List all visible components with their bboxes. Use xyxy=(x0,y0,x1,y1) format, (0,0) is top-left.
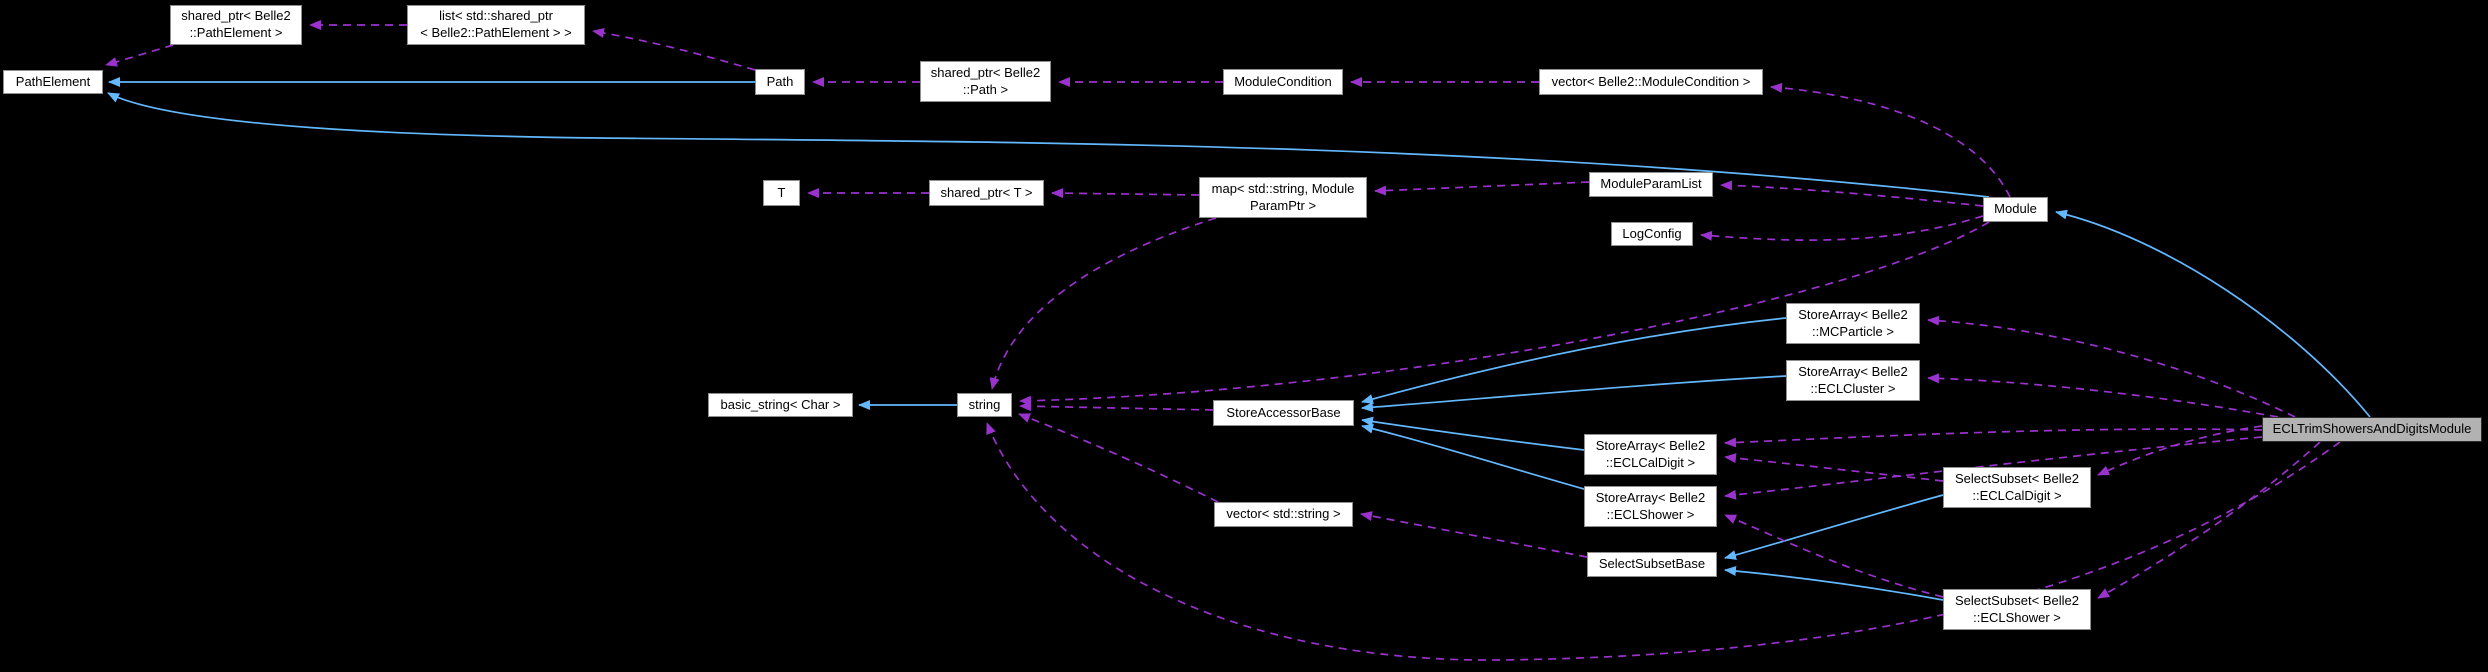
node-sharedptr-path[interactable]: shared_ptr< Belle2 ::Path > xyxy=(920,61,1051,102)
edge-storearray-eclshower-to-storeaccessorbase xyxy=(1361,423,1585,490)
edge-ecltrim-to-string xyxy=(986,422,2341,661)
edge-sharedptr-pathelement-to-pathelement xyxy=(105,44,174,67)
edge-module-to-string xyxy=(1019,221,1990,406)
node-path[interactable]: Path xyxy=(755,69,805,95)
node-vector-modulecondition[interactable]: vector< Belle2::ModuleCondition > xyxy=(1539,69,1763,95)
edge-selectsubset-eclcaldigit-to-storearray-eclcaldigit xyxy=(1724,453,1944,482)
edge-ecltrim-to-storearray-eclshower xyxy=(1724,436,2263,500)
edge-selectsubset-eclshower-to-storearray-eclshower xyxy=(1724,514,1944,598)
edge-module-to-logconfig xyxy=(1700,215,1984,241)
node-string[interactable]: string xyxy=(957,393,1012,417)
node-storearray-eclshower[interactable]: StoreArray< Belle2 ::ECLShower > xyxy=(1584,486,1717,527)
node-vector-string[interactable]: vector< std::string > xyxy=(1214,502,1353,527)
node-selectsubset-eclcaldigit[interactable]: SelectSubset< Belle2 ::ECLCalDigit > xyxy=(1943,467,2091,508)
edge-ecltrim-to-selectsubset-eclshower xyxy=(2097,441,2321,599)
edge-vector-string-to-string xyxy=(1018,413,1219,503)
edge-ecltrim-to-storearray-eclcaldigit xyxy=(1724,428,2263,448)
node-list-sharedptr-pathelement[interactable]: list< std::shared_ptr < Belle2::PathElem… xyxy=(407,5,585,45)
edge-selectsubsetbase-to-vector-string xyxy=(1360,511,1588,558)
edge-ecltrim-to-storearray-mcparticle xyxy=(1927,315,2296,418)
edge-storeaccessorbase-to-string xyxy=(1019,401,1214,412)
edge-module-to-vector-modulecondition xyxy=(1770,82,2011,198)
node-selectsubsetbase[interactable]: SelectSubsetBase xyxy=(1587,552,1717,577)
node-t[interactable]: T xyxy=(763,180,800,206)
edge-storearray-mcparticle-to-storeaccessorbase xyxy=(1361,317,1787,404)
node-basicstring[interactable]: basic_string< Char > xyxy=(708,393,853,417)
edge-map-to-sharedptr-t xyxy=(1051,188,1200,199)
edge-module-to-pathelement xyxy=(107,92,1990,198)
node-sharedptr-t[interactable]: shared_ptr< T > xyxy=(929,180,1044,206)
node-moduleparamlist[interactable]: ModuleParamList xyxy=(1589,172,1713,197)
node-ecltrimshowersanddigitsmodule[interactable]: ECLTrimShowersAndDigitsModule xyxy=(2262,417,2482,442)
edge-storearray-eclcluster-to-storeaccessorbase xyxy=(1361,375,1787,413)
node-modulecondition[interactable]: ModuleCondition xyxy=(1223,69,1343,95)
node-logconfig[interactable]: LogConfig xyxy=(1611,222,1693,246)
edge-storearray-eclcaldigit-to-storeaccessorbase xyxy=(1361,416,1585,451)
node-pathelement[interactable]: PathElement xyxy=(3,70,103,94)
node-storeaccessorbase[interactable]: StoreAccessorBase xyxy=(1213,400,1354,426)
edge-ecltrim-to-storearray-eclcluster xyxy=(1927,373,2279,418)
edge-ecltrim-to-selectsubset-eclcaldigit xyxy=(2097,425,2263,476)
edge-path-to-list xyxy=(592,27,756,71)
edge-moduleparamlist-to-map xyxy=(1374,181,1590,196)
node-map-moduleparamptr[interactable]: map< std::string, Module ParamPtr > xyxy=(1199,177,1367,218)
edge-selectsubset-eclshower-to-selectsubsetbase xyxy=(1724,566,1944,601)
node-module[interactable]: Module xyxy=(1983,197,2048,222)
edge-ecltrim-to-module xyxy=(2055,209,2371,418)
edge-module-to-moduleparamlist xyxy=(1720,180,1984,207)
node-selectsubset-eclshower[interactable]: SelectSubset< Belle2 ::ECLShower > xyxy=(1943,589,2091,630)
node-sharedptr-pathelement[interactable]: shared_ptr< Belle2 ::PathElement > xyxy=(170,5,302,45)
node-storearray-mcparticle[interactable]: StoreArray< Belle2 ::MCParticle > xyxy=(1786,303,1920,344)
edge-map-to-string xyxy=(989,217,1217,390)
edge-selectsubset-eclcaldigit-to-selectsubsetbase xyxy=(1724,494,1944,560)
node-storearray-eclcaldigit[interactable]: StoreArray< Belle2 ::ECLCalDigit > xyxy=(1584,434,1717,475)
node-storearray-eclcluster[interactable]: StoreArray< Belle2 ::ECLCluster > xyxy=(1786,360,1920,401)
